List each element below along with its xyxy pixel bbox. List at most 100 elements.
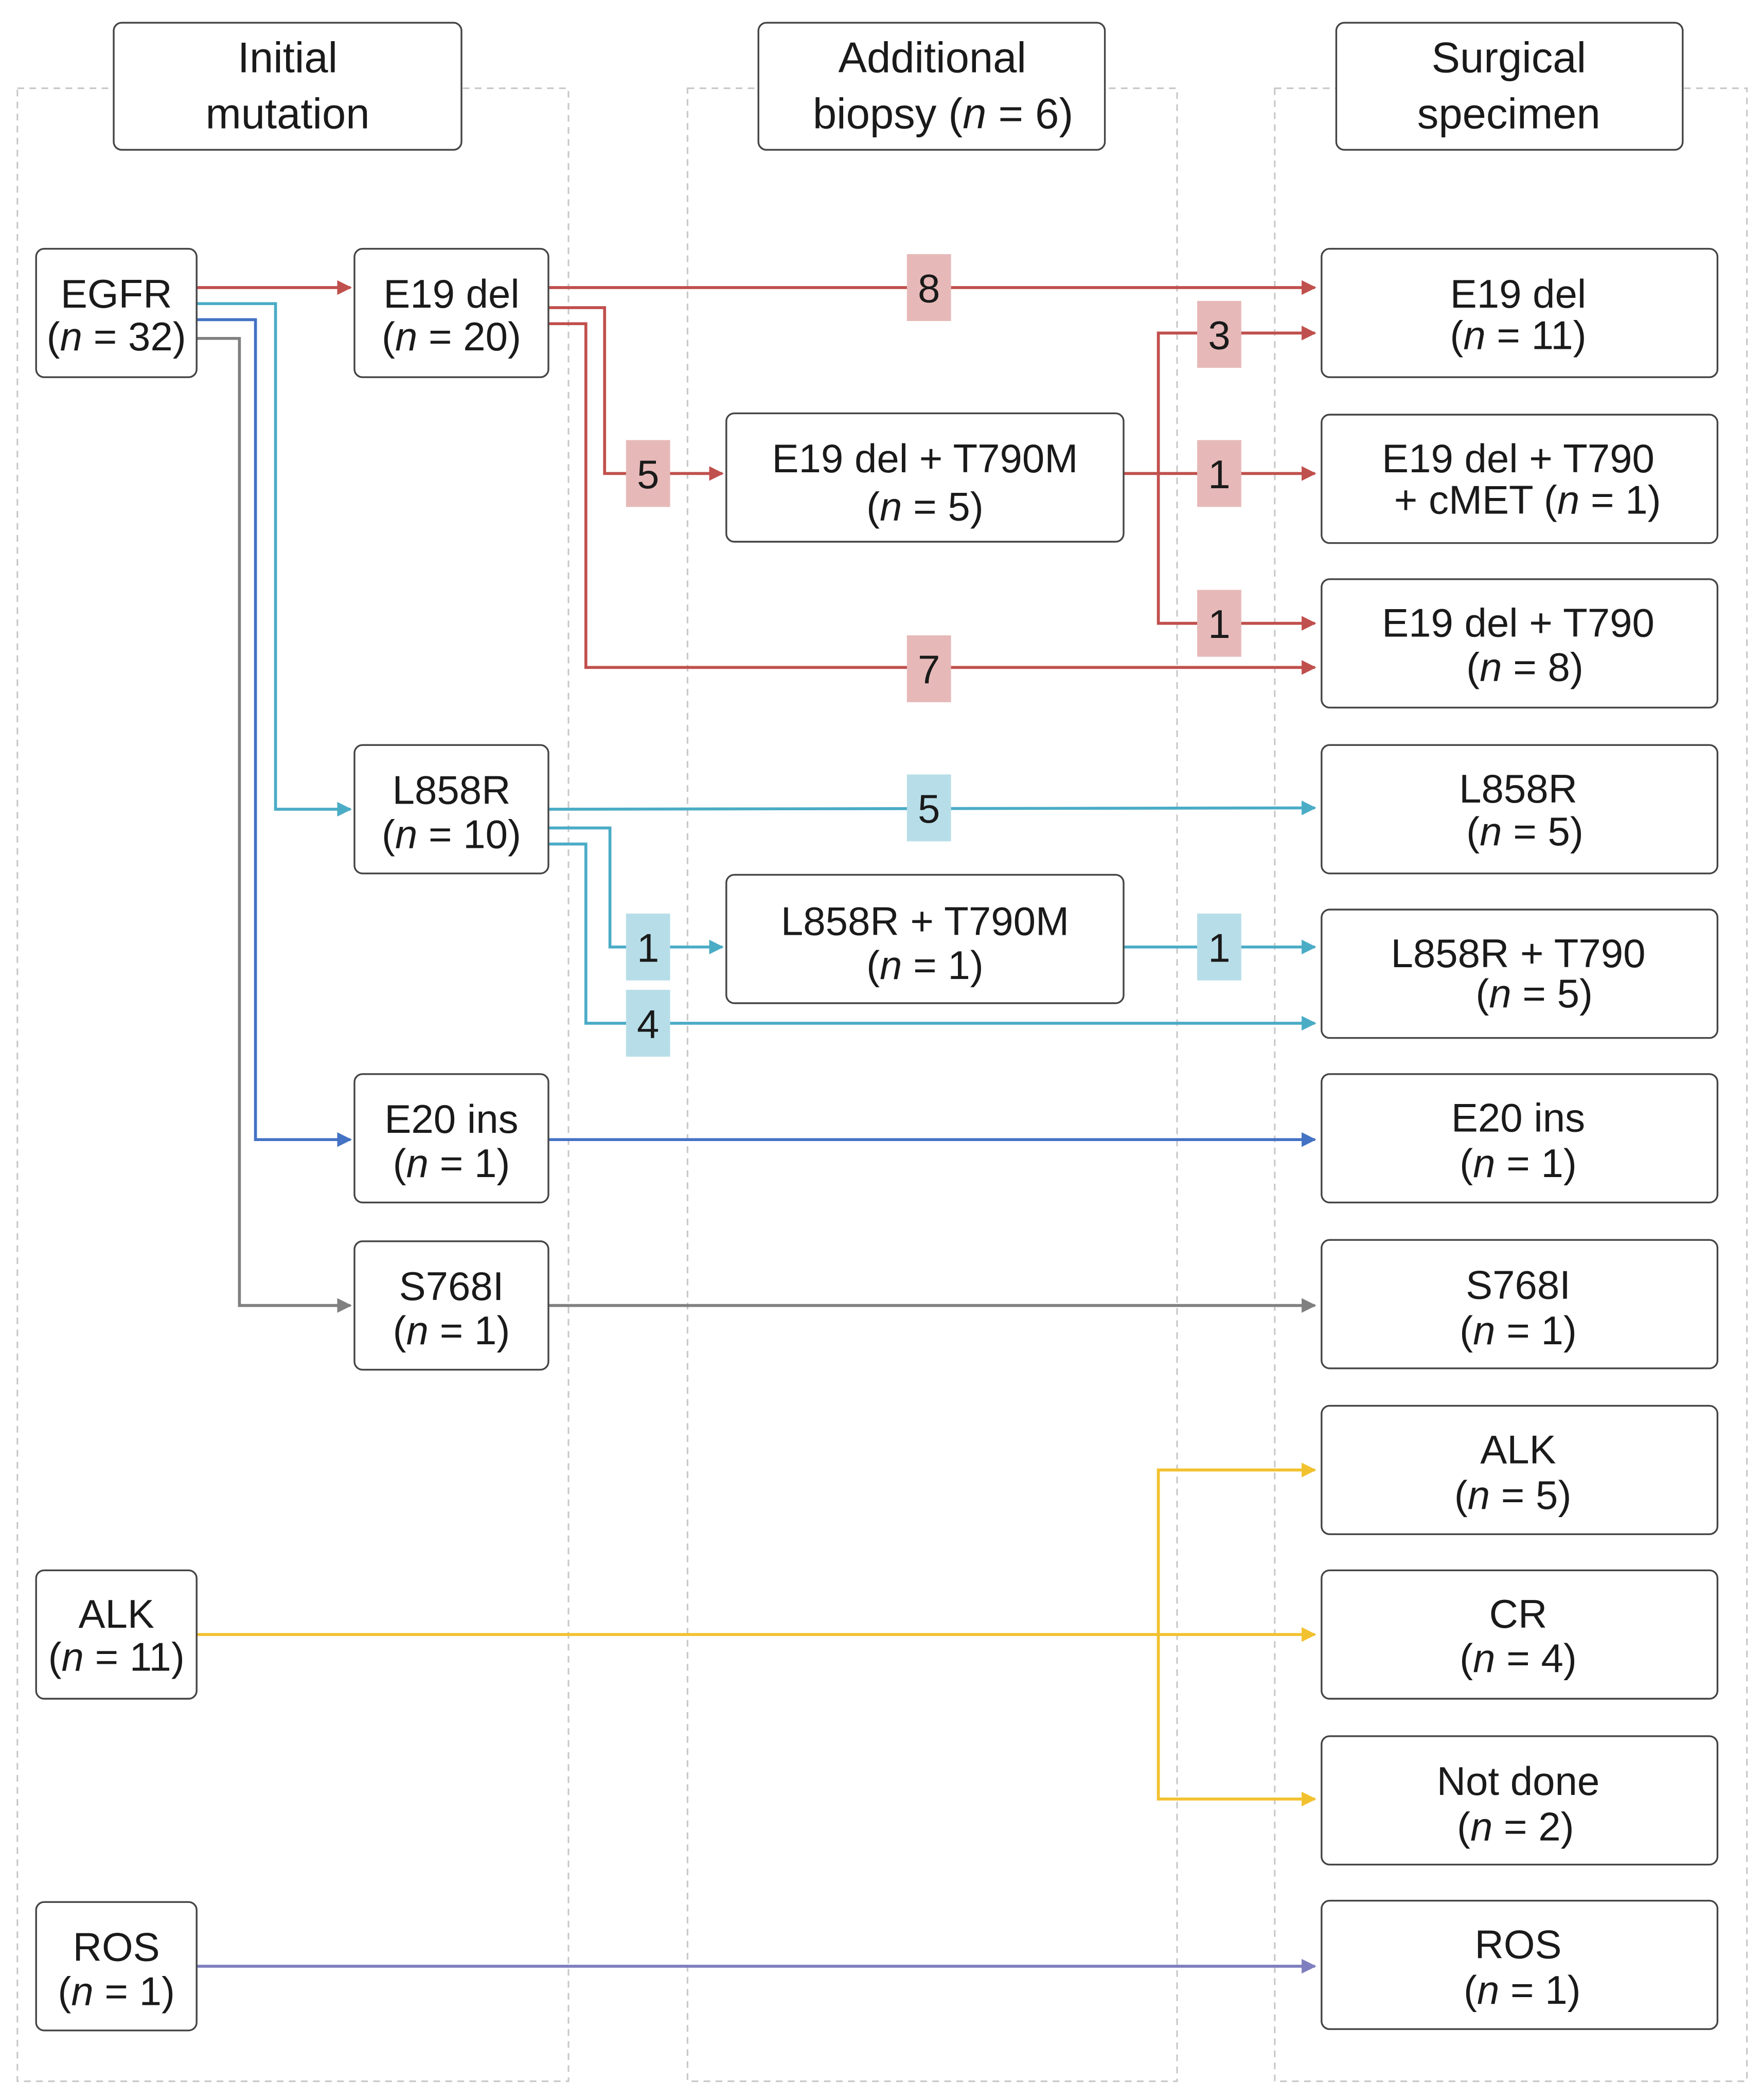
- edge-egfr-to-s768: [197, 336, 352, 1313]
- header-additional-biopsy: Additional biopsy (n = 6): [757, 22, 1106, 151]
- header-biopsy-line2: biopsy (n = 6): [813, 90, 1073, 138]
- svg-text:(n = 1): (n = 1): [1464, 1967, 1581, 2013]
- node-surgical-e20-ins: E20 ins (n = 1): [1321, 1073, 1719, 1204]
- svg-text:E19 del: E19 del: [383, 271, 520, 316]
- node-surgical-e19-t790-cmet: E19 del + T790 + cMET (n = 1): [1321, 414, 1719, 544]
- svg-text:L858R + T790: L858R + T790: [1391, 931, 1645, 976]
- svg-text:(n = 20): (n = 20): [382, 314, 521, 359]
- column-frame-initial: [16, 87, 570, 2083]
- node-biopsy-l858r-t790m: L858R + T790M (n = 1): [725, 874, 1125, 1004]
- svg-text:(n = 4): (n = 4): [1460, 1635, 1577, 1681]
- svg-text:L858R: L858R: [1459, 766, 1577, 811]
- badge-e19-direct: 8: [906, 254, 951, 321]
- svg-text:(n = 10): (n = 10): [382, 811, 521, 857]
- svg-text:1: 1: [1208, 452, 1230, 497]
- svg-text:ALK: ALK: [1480, 1427, 1556, 1472]
- node-alk: ALK (n = 11): [35, 1569, 198, 1700]
- node-l858r: L858R (n = 10): [353, 744, 549, 875]
- svg-text:L858R + T790M: L858R + T790M: [781, 898, 1069, 944]
- svg-text:S768I: S768I: [399, 1263, 504, 1309]
- edge-alk-to-s-alk: [1157, 1463, 1317, 1635]
- header-surgical-specimen: Surgical specimen: [1335, 22, 1684, 151]
- node-egfr: EGFR (n = 32): [35, 247, 198, 378]
- svg-text:1: 1: [1208, 601, 1230, 647]
- svg-text:(n = 1): (n = 1): [866, 942, 984, 988]
- svg-text:+ cMET (n = 1): + cMET (n = 1): [1394, 477, 1661, 522]
- svg-text:L858R: L858R: [393, 768, 511, 813]
- svg-text:7: 7: [918, 647, 940, 692]
- svg-text:4: 4: [637, 1002, 659, 1047]
- node-surgical-e19-del: E19 del (n = 11): [1321, 247, 1719, 378]
- edge-egfr-to-l858: [197, 302, 352, 817]
- badge-biopsy-e19-to-cmet: 1: [1197, 440, 1241, 507]
- svg-text:(n = 5): (n = 5): [1466, 809, 1584, 854]
- edge-alk-to-notdone: [1157, 1634, 1317, 1807]
- header-surgical-line2: specimen: [1417, 90, 1600, 138]
- node-surgical-ros: ROS (n = 1): [1321, 1899, 1719, 2030]
- svg-text:ALK: ALK: [78, 1591, 154, 1636]
- badge-biopsy-l858-to-t790: 1: [1197, 913, 1241, 981]
- column-frame-biopsy: [686, 87, 1178, 2083]
- svg-text:Not done: Not done: [1437, 1758, 1600, 1804]
- svg-text:1: 1: [637, 925, 659, 970]
- node-biopsy-e19-t790m: E19 del + T790M (n = 5): [725, 412, 1125, 543]
- svg-text:E19 del + T790: E19 del + T790: [1382, 600, 1655, 646]
- svg-text:E20 ins: E20 ins: [1451, 1095, 1585, 1141]
- svg-text:S768I: S768I: [1466, 1262, 1571, 1308]
- svg-text:8: 8: [918, 266, 940, 311]
- node-e20-ins: E20 ins (n = 1): [353, 1073, 549, 1204]
- svg-text:(n = 11): (n = 11): [1450, 313, 1586, 358]
- svg-text:ROS: ROS: [1474, 1921, 1561, 1967]
- svg-text:(n = 1): (n = 1): [1460, 1308, 1577, 1353]
- node-surgical-alk: ALK (n = 5): [1321, 1404, 1719, 1535]
- node-surgical-cr: CR (n = 4): [1321, 1569, 1719, 1700]
- svg-text:(n = 1): (n = 1): [58, 1968, 175, 2014]
- badge-l858-direct: 5: [906, 774, 951, 842]
- header-initial-line2: mutation: [205, 90, 369, 138]
- edge-l858-to-t790: [548, 842, 1317, 1031]
- edge-biopsy-e19-to-t790: [1157, 473, 1317, 631]
- svg-text:3: 3: [1208, 313, 1230, 358]
- node-surgical-e19-t790: E19 del + T790 (n = 8): [1321, 578, 1719, 709]
- svg-text:(n = 1): (n = 1): [1460, 1141, 1577, 1186]
- svg-text:(n = 1): (n = 1): [393, 1308, 510, 1353]
- svg-text:E20 ins: E20 ins: [384, 1096, 518, 1142]
- badge-l858-to-biopsy: 1: [626, 913, 670, 981]
- svg-text:(n = 5): (n = 5): [866, 484, 984, 529]
- header-biopsy-line1: Additional: [839, 33, 1026, 81]
- svg-text:ROS: ROS: [73, 1925, 160, 1970]
- badge-e19-to-t790: 7: [906, 635, 951, 702]
- svg-text:(n = 2): (n = 2): [1457, 1804, 1574, 1849]
- svg-text:CR: CR: [1489, 1591, 1547, 1636]
- header-initial-line1: Initial: [238, 33, 337, 81]
- svg-text:E19 del + T790: E19 del + T790: [1382, 436, 1655, 481]
- header-initial-mutation: Initial mutation: [113, 22, 463, 151]
- node-ros: ROS (n = 1): [35, 1901, 198, 2032]
- node-surgical-l858r: L858R (n = 5): [1321, 744, 1719, 875]
- badge-e19-to-biopsy: 5: [626, 440, 670, 507]
- svg-text:E19 del + T790M: E19 del + T790M: [772, 436, 1078, 481]
- edge-egfr-to-e20: [197, 318, 352, 1147]
- node-s768i: S768I (n = 1): [353, 1240, 549, 1371]
- badge-biopsy-e19-to-t790: 1: [1197, 590, 1241, 657]
- svg-text:(n = 32): (n = 32): [47, 314, 186, 359]
- node-surgical-not-done: Not done (n = 2): [1321, 1735, 1719, 1866]
- svg-text:5: 5: [637, 452, 659, 497]
- svg-text:(n = 1): (n = 1): [393, 1141, 510, 1186]
- svg-text:(n = 5): (n = 5): [1475, 971, 1593, 1016]
- badge-biopsy-e19-to-s-e19: 3: [1197, 301, 1241, 368]
- svg-text:1: 1: [1208, 925, 1230, 970]
- node-surgical-l858r-t790: L858R + T790 (n = 5): [1321, 909, 1719, 1039]
- svg-text:(n = 8): (n = 8): [1466, 644, 1584, 689]
- edge-biopsy-e19-to-s-e19: [1157, 326, 1317, 474]
- node-surgical-s768i: S768I (n = 1): [1321, 1239, 1719, 1369]
- svg-text:(n = 11): (n = 11): [48, 1634, 185, 1679]
- header-surgical-line1: Surgical: [1432, 33, 1587, 81]
- node-e19-del: E19 del (n = 20): [353, 247, 549, 378]
- svg-text:EGFR: EGFR: [61, 271, 172, 316]
- svg-text:(n = 5): (n = 5): [1454, 1472, 1572, 1518]
- badge-l858-to-t790: 4: [626, 989, 670, 1057]
- svg-text:E19 del: E19 del: [1450, 271, 1587, 316]
- svg-text:5: 5: [918, 786, 940, 831]
